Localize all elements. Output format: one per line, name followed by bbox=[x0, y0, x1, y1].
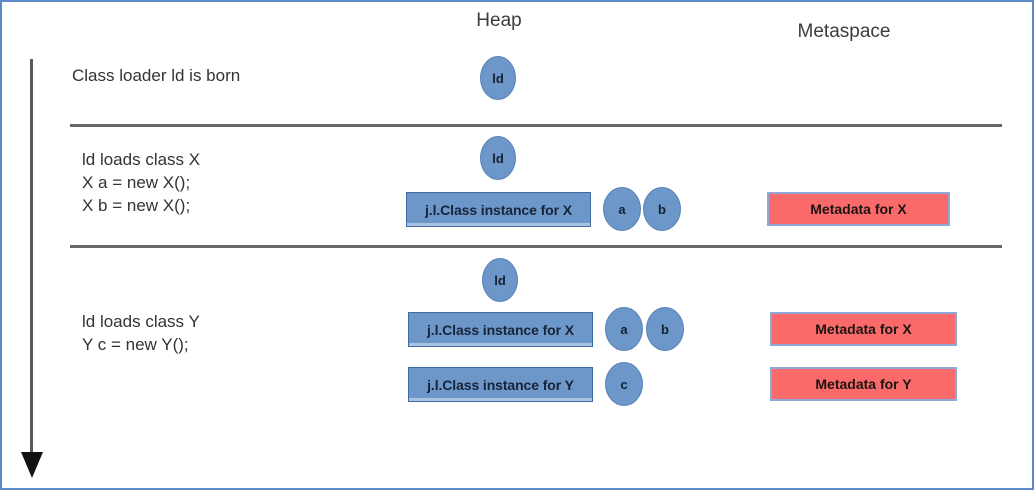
time-arrow-head-icon bbox=[21, 452, 43, 478]
time-arrow-line bbox=[30, 59, 33, 456]
heap-class-box: j.l.Class instance for X bbox=[408, 312, 593, 347]
ellipse-label: ld bbox=[492, 150, 504, 166]
class-loader-ellipse: ld bbox=[480, 56, 516, 100]
class-loader-ellipse: ld bbox=[482, 258, 518, 302]
section-divider bbox=[70, 124, 1002, 127]
heap-class-box-label: j.l.Class instance for X bbox=[425, 201, 572, 218]
metaspace-metadata-box: Metadata for Y bbox=[770, 367, 957, 401]
ellipse-label: b bbox=[661, 321, 669, 337]
ellipse-label: a bbox=[620, 321, 628, 337]
metaspace-metadata-box: Metadata for X bbox=[767, 192, 950, 226]
heap-class-box-label: j.l.Class instance for X bbox=[427, 321, 574, 338]
step-label-3: ld loads class Y Y c = new Y(); bbox=[82, 312, 200, 354]
metaspace-metadata-box-label: Metadata for X bbox=[810, 201, 907, 217]
column-header-heap: Heap bbox=[476, 10, 522, 31]
column-header-metaspace: Metaspace bbox=[797, 21, 891, 42]
object-instance-ellipse: a bbox=[603, 187, 641, 231]
step-label-2: ld loads class X X a = new X(); X b = ne… bbox=[82, 150, 201, 215]
ellipse-label: ld bbox=[492, 70, 504, 86]
metaspace-metadata-box: Metadata for X bbox=[770, 312, 957, 346]
ellipse-label: ld bbox=[494, 272, 506, 288]
metaspace-metadata-box-label: Metadata for X bbox=[815, 321, 912, 337]
object-instance-ellipse: b bbox=[646, 307, 684, 351]
metaspace-metadata-box-label: Metadata for Y bbox=[815, 376, 912, 392]
object-instance-ellipse: c bbox=[605, 362, 643, 406]
heap-class-box-label: j.l.Class instance for Y bbox=[427, 376, 574, 393]
ellipse-label: c bbox=[620, 376, 628, 392]
ellipse-label: a bbox=[618, 201, 626, 217]
section-divider bbox=[70, 245, 1002, 248]
step-label-1: Class loader ld is born bbox=[72, 66, 241, 85]
heap-class-box: j.l.Class instance for Y bbox=[408, 367, 593, 402]
object-instance-ellipse: a bbox=[605, 307, 643, 351]
heap-class-box: j.l.Class instance for X bbox=[406, 192, 591, 227]
object-instance-ellipse: b bbox=[643, 187, 681, 231]
class-loader-ellipse: ld bbox=[480, 136, 516, 180]
ellipse-label: b bbox=[658, 201, 666, 217]
